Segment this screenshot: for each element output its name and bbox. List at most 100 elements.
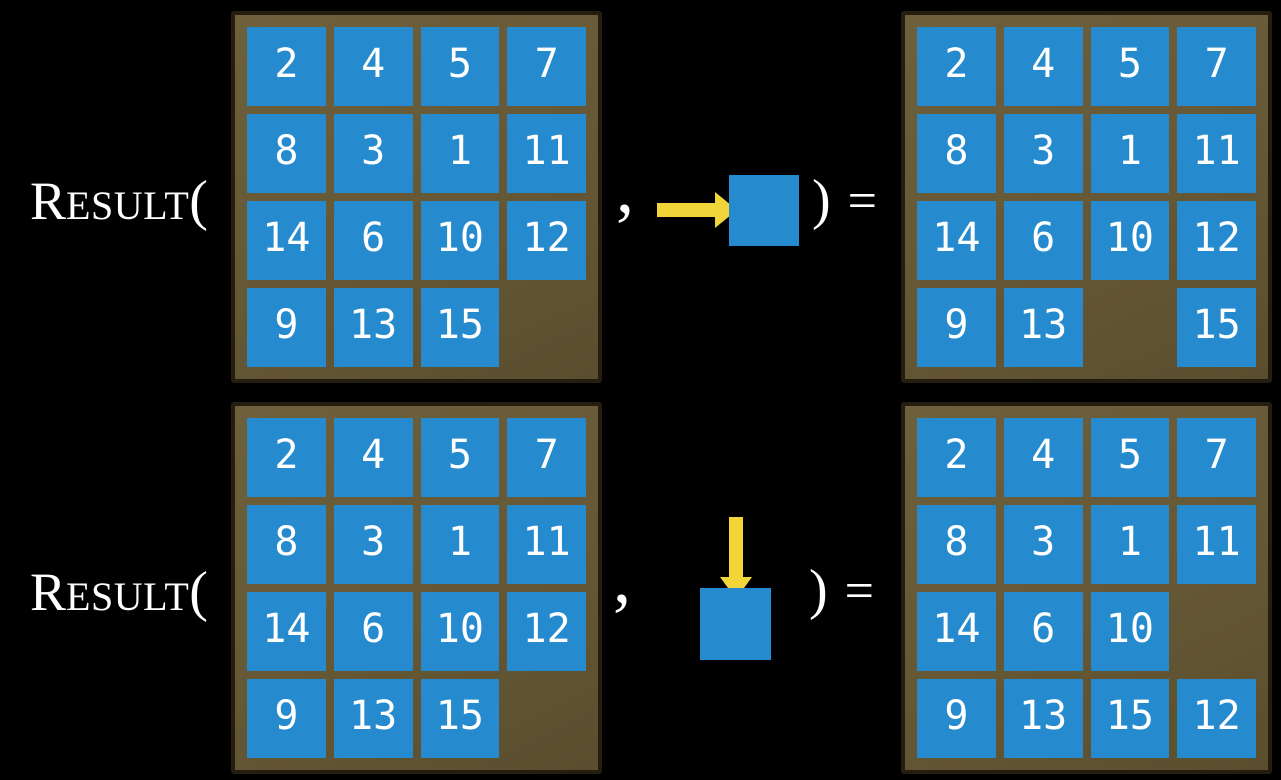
- tile-number: 6: [361, 605, 386, 652]
- puzzle-tile: 5: [420, 418, 500, 497]
- empty-cell: [507, 288, 586, 367]
- equals-sign: =: [844, 563, 874, 620]
- action-tile: [729, 175, 799, 246]
- result-function-label: RESULT(: [30, 173, 208, 229]
- tile-number: 3: [1031, 518, 1056, 565]
- tile-number: 14: [932, 214, 981, 261]
- tile-number: 12: [1192, 214, 1241, 261]
- tile-number: 13: [349, 692, 398, 739]
- puzzle-tile: 1: [420, 114, 500, 193]
- empty-cell: [1091, 288, 1170, 367]
- tile-number: 2: [944, 431, 969, 478]
- tile-number: 11: [522, 127, 571, 174]
- puzzle-tile: 3: [333, 114, 413, 193]
- tile-number: 5: [447, 40, 472, 87]
- tile-number: 10: [435, 605, 484, 652]
- puzzle-tile: 10: [1090, 592, 1170, 671]
- puzzle-tile: 2: [917, 418, 996, 497]
- puzzle-tile: 15: [1090, 679, 1170, 758]
- puzzle-tile: 15: [420, 679, 500, 758]
- puzzle-tile: 7: [1177, 418, 1256, 497]
- close-paren: ): [809, 559, 828, 621]
- tile-number: 2: [274, 40, 299, 87]
- puzzle-tile: 2: [917, 27, 996, 106]
- puzzle-tile: 8: [247, 114, 326, 193]
- tile-number: 7: [1204, 40, 1229, 87]
- puzzle-tile: 9: [247, 288, 326, 367]
- puzzle-tile: 8: [917, 505, 996, 584]
- action-tile: [700, 588, 771, 660]
- comma-separator: ,: [613, 538, 631, 618]
- puzzle-tile: 6: [333, 201, 413, 280]
- tile-number: 9: [944, 301, 969, 348]
- tile-number: 14: [262, 605, 311, 652]
- puzzle-tile: 15: [420, 288, 500, 367]
- tile-number: 9: [274, 301, 299, 348]
- puzzle-tile: 13: [1003, 288, 1083, 367]
- tile-number: 14: [262, 214, 311, 261]
- tile-number: 6: [361, 214, 386, 261]
- puzzle-tile: 8: [247, 505, 326, 584]
- puzzle-tile: 11: [1177, 114, 1256, 193]
- down-arrow-icon: [720, 517, 752, 599]
- tile-number: 1: [1117, 127, 1142, 174]
- tile-number: 9: [274, 692, 299, 739]
- puzzle-tile: 3: [1003, 505, 1083, 584]
- puzzle-tile: 12: [1177, 679, 1256, 758]
- tile-number: 11: [1192, 518, 1241, 565]
- puzzle-tile: 11: [507, 114, 586, 193]
- open-paren: (: [189, 561, 208, 623]
- close-paren-equals: )=: [809, 562, 874, 618]
- tile-number: 1: [447, 127, 472, 174]
- tile-number: 15: [435, 301, 484, 348]
- tile-number: 5: [1117, 431, 1142, 478]
- empty-cell: [507, 679, 586, 758]
- puzzle-tile: 9: [917, 288, 996, 367]
- puzzle-tile: 1: [1090, 505, 1170, 584]
- puzzle-tile: 7: [1177, 27, 1256, 106]
- tile-number: 12: [522, 605, 571, 652]
- tile-number: 4: [1031, 40, 1056, 87]
- puzzle-tile: 10: [420, 592, 500, 671]
- puzzle-tile: 14: [247, 201, 326, 280]
- puzzle-tile: 14: [247, 592, 326, 671]
- tile-number: 7: [1204, 431, 1229, 478]
- equals-sign: =: [847, 173, 877, 230]
- tile-number: 6: [1031, 214, 1056, 261]
- puzzle-tile: 7: [507, 27, 586, 106]
- right-arrow-icon: [657, 192, 737, 228]
- tile-number: 4: [361, 431, 386, 478]
- tile-number: 11: [522, 518, 571, 565]
- label-initial: R: [30, 562, 67, 622]
- puzzle-tile: 6: [333, 592, 413, 671]
- tile-number: 1: [447, 518, 472, 565]
- tile-number: 10: [1105, 605, 1154, 652]
- tile-number: 3: [361, 127, 386, 174]
- empty-cell: [1177, 592, 1256, 671]
- puzzle-tile: 11: [507, 505, 586, 584]
- puzzle-tile: 4: [1003, 418, 1083, 497]
- tile-number: 4: [361, 40, 386, 87]
- tile-number: 8: [944, 518, 969, 565]
- tile-number: 12: [1192, 692, 1241, 739]
- puzzle-tile: 14: [917, 592, 996, 671]
- tile-number: 7: [534, 40, 559, 87]
- tile-number: 10: [435, 214, 484, 261]
- tile-number: 4: [1031, 431, 1056, 478]
- puzzle-tile: 1: [420, 505, 500, 584]
- close-paren: ): [812, 169, 831, 231]
- puzzle-tile: 13: [333, 288, 413, 367]
- tile-number: 8: [274, 518, 299, 565]
- tile-number: 12: [522, 214, 571, 261]
- result-function-label: RESULT(: [30, 564, 208, 620]
- tile-number: 5: [1117, 40, 1142, 87]
- puzzle-tile: 1: [1090, 114, 1170, 193]
- puzzle-tile: 4: [333, 418, 413, 497]
- tile-number: 10: [1105, 214, 1154, 261]
- tile-number: 1: [1117, 518, 1142, 565]
- tile-number: 3: [361, 518, 386, 565]
- puzzle-tile: 3: [1003, 114, 1083, 193]
- close-paren-equals: )=: [812, 172, 877, 228]
- label-initial: R: [30, 171, 67, 231]
